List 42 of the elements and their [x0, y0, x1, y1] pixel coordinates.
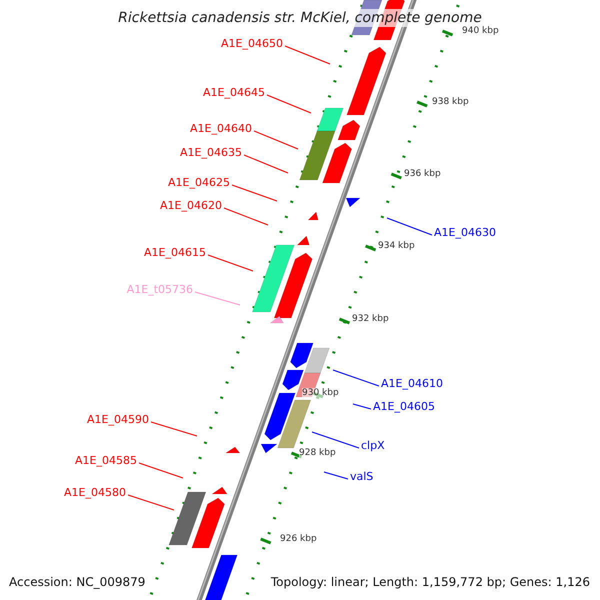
position-label: 938 kbp — [432, 97, 469, 108]
gene-label: A1E_04590 — [87, 413, 149, 427]
leader-line — [224, 208, 268, 226]
leader-line — [150, 422, 198, 436]
gene-label: A1E_04585 — [75, 454, 137, 468]
gene-label: A1E_04605 — [373, 400, 435, 414]
leader-line — [386, 218, 432, 236]
leader-line — [352, 404, 372, 410]
leader-line — [312, 432, 360, 448]
leader-line — [194, 292, 240, 306]
position-label: 932 kbp — [352, 314, 389, 325]
info-text: Accession: NC_009879 — [9, 575, 146, 590]
leader-line — [266, 94, 312, 114]
leader-line — [208, 254, 254, 272]
position-label: 936 kbp — [404, 169, 441, 180]
leader-line — [244, 154, 288, 174]
gene-label: A1E_04610 — [381, 377, 443, 391]
gene-label: A1E_04580 — [64, 486, 126, 500]
leader-line — [138, 462, 184, 478]
position-label: 928 kbp — [299, 448, 336, 459]
leader-line — [324, 472, 348, 480]
gene-label: A1E_04645 — [203, 86, 265, 100]
leader-line — [128, 494, 174, 510]
position-label: 930 kbp — [302, 388, 339, 399]
gene-label: A1E_04630 — [434, 226, 496, 240]
gene-label: A1E_04640 — [190, 122, 252, 136]
info-text: Topology: linear; Length: 1,159,772 bp; Genes: 1,126 — [270, 575, 590, 590]
gene-label: A1E_t05736 — [126, 283, 193, 297]
gene-label: valS — [350, 470, 374, 484]
gene-label: A1E_04615 — [144, 246, 206, 260]
position-label: 934 kbp — [378, 241, 415, 252]
gene-label: clpX — [361, 439, 385, 453]
gene-label: A1E_04650 — [221, 37, 283, 51]
leader-line — [284, 46, 330, 64]
leader-line — [254, 130, 298, 150]
gene-label: A1E_04620 — [160, 199, 222, 213]
leader-line — [332, 370, 380, 386]
position-label: 940 kbp — [462, 26, 499, 37]
leader-line — [232, 184, 278, 202]
position-label: 926 kbp — [280, 534, 317, 545]
gene-label: A1E_04635 — [180, 146, 242, 160]
gene-label: A1E_04625 — [168, 176, 230, 190]
